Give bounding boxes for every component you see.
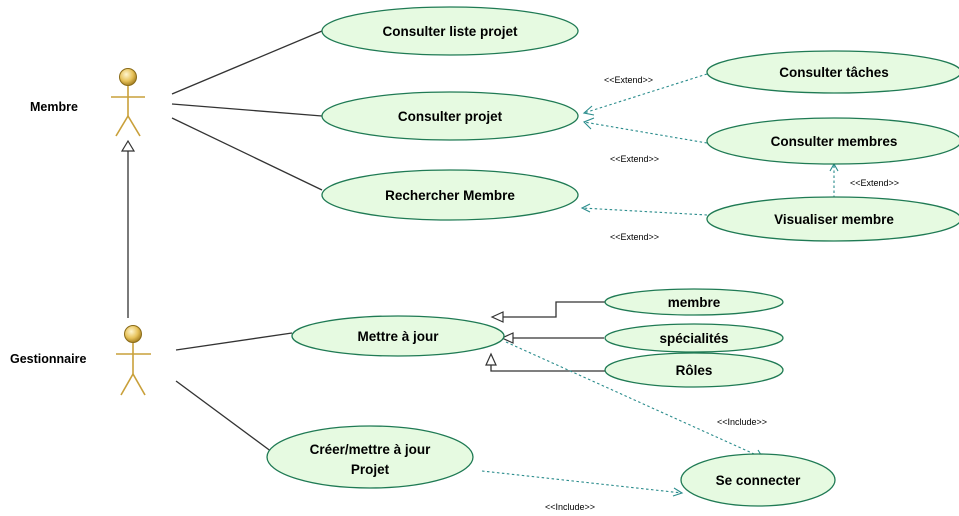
use-case-consulter-taches[interactable]: Consulter tâches xyxy=(706,50,959,94)
assoc-membre-consulter-liste-projet xyxy=(171,30,323,95)
use-case-label: Se connecter xyxy=(716,473,802,488)
use-case-label: spécialités xyxy=(659,331,728,346)
use-case-roles[interactable]: Rôles xyxy=(604,352,784,388)
assoc-membre-rechercher-membre xyxy=(171,117,323,191)
use-case-mettre-a-jour[interactable]: Mettre à jour xyxy=(291,315,505,357)
include-label: <<Include>> xyxy=(717,417,767,427)
use-case-consulter-projet[interactable]: Consulter projet xyxy=(321,91,579,141)
use-case-label: Consulter tâches xyxy=(779,65,889,80)
extend-visualiser-rechercher xyxy=(580,203,708,216)
include-creer-projet-se-connecter xyxy=(481,470,684,497)
use-case-label: Rôles xyxy=(676,363,713,378)
use-case-label: Consulter projet xyxy=(398,109,503,124)
extend-visualiser-consulter-membres xyxy=(829,162,839,198)
extend-label: <<Extend>> xyxy=(604,75,653,85)
use-case-consulter-membres[interactable]: Consulter membres xyxy=(706,117,959,165)
extend-consulter-taches xyxy=(582,73,708,116)
actor-gestionnaire[interactable]: Gestionnaire xyxy=(10,325,151,396)
generalization-roles-mettre-a-jour xyxy=(485,352,606,372)
actor-label: Membre xyxy=(30,100,78,114)
use-case-label: membre xyxy=(668,295,721,310)
use-case-label: Consulter liste projet xyxy=(382,24,518,39)
use-case-se-connecter[interactable]: Se connecter xyxy=(680,453,836,507)
actor-membre[interactable]: Membre xyxy=(30,68,145,137)
use-case-visualiser-membre[interactable]: Visualiser membre xyxy=(706,196,959,242)
generalization-gestionnaire-membre xyxy=(120,139,136,318)
use-case-label: Projet xyxy=(351,462,390,477)
extend-label: <<Extend>> xyxy=(850,178,899,188)
use-case-label: Rechercher Membre xyxy=(385,188,515,203)
include-label: <<Include>> xyxy=(545,502,595,512)
use-case-label: Mettre à jour xyxy=(357,329,439,344)
use-case-label: Visualiser membre xyxy=(774,212,894,227)
use-case-rechercher-membre[interactable]: Rechercher Membre xyxy=(321,169,579,221)
use-case-label: Consulter membres xyxy=(771,134,898,149)
generalization-specialites-mettre-a-jour xyxy=(500,332,604,344)
use-case-label: Créer/mettre à jour xyxy=(310,442,432,457)
use-case-membre[interactable]: membre xyxy=(604,288,784,316)
assoc-membre-consulter-projet xyxy=(171,103,323,117)
extend-label: <<Extend>> xyxy=(610,232,659,242)
extend-label: <<Extend>> xyxy=(610,154,659,164)
use-case-creer-mettre-a-jour-projet[interactable]: Créer/mettre à jour Projet xyxy=(266,425,474,489)
actor-label: Gestionnaire xyxy=(10,352,86,366)
use-case-consulter-liste-projet[interactable]: Consulter liste projet xyxy=(321,6,579,56)
generalization-membre-mettre-a-jour xyxy=(490,301,606,323)
use-case-specialites[interactable]: spécialités xyxy=(604,323,784,353)
assoc-gestionnaire-mettre-a-jour xyxy=(175,332,293,351)
assoc-gestionnaire-creer-projet xyxy=(175,380,273,453)
extend-consulter-membres xyxy=(583,117,708,144)
